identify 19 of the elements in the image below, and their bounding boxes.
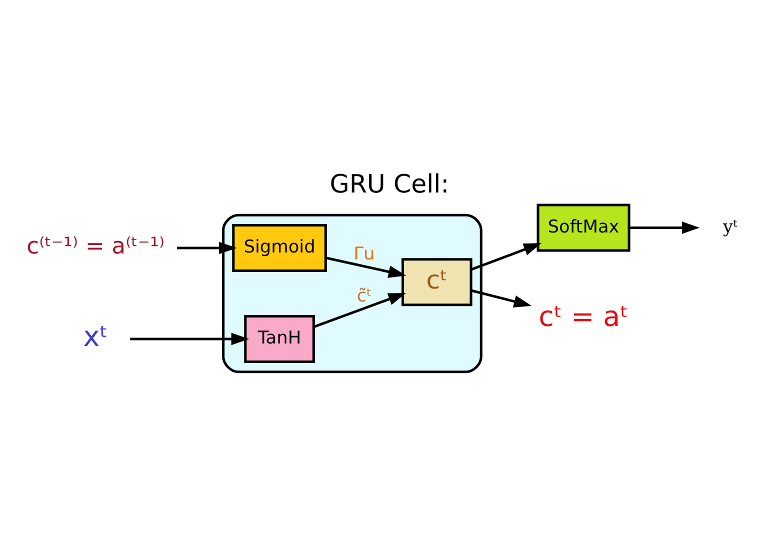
node-text: yᵗ	[722, 217, 738, 238]
node-box: TanH	[244, 314, 315, 363]
edge-label: Γu	[354, 244, 375, 265]
node-box: cᵗ	[402, 258, 472, 306]
arrow	[326, 256, 406, 278]
node-box: SoftMax	[536, 204, 630, 252]
arrow	[470, 243, 542, 271]
arrow	[629, 222, 700, 234]
arrow	[130, 332, 250, 346]
edge-label: c̃ᵗ	[356, 286, 372, 306]
node-text: cᵗ = aᵗ	[538, 300, 628, 333]
node-text: c⁽ᵗ⁻¹⁾ = a⁽ᵗ⁻¹⁾	[26, 234, 165, 260]
arrow	[314, 292, 406, 328]
node-box: Sigmoid	[232, 224, 327, 272]
arrow	[470, 289, 532, 308]
cluster	[222, 214, 482, 374]
node-text: xᵗ	[83, 320, 108, 354]
arrow	[176, 242, 237, 254]
diagram-title: GRU Cell:	[330, 169, 450, 198]
